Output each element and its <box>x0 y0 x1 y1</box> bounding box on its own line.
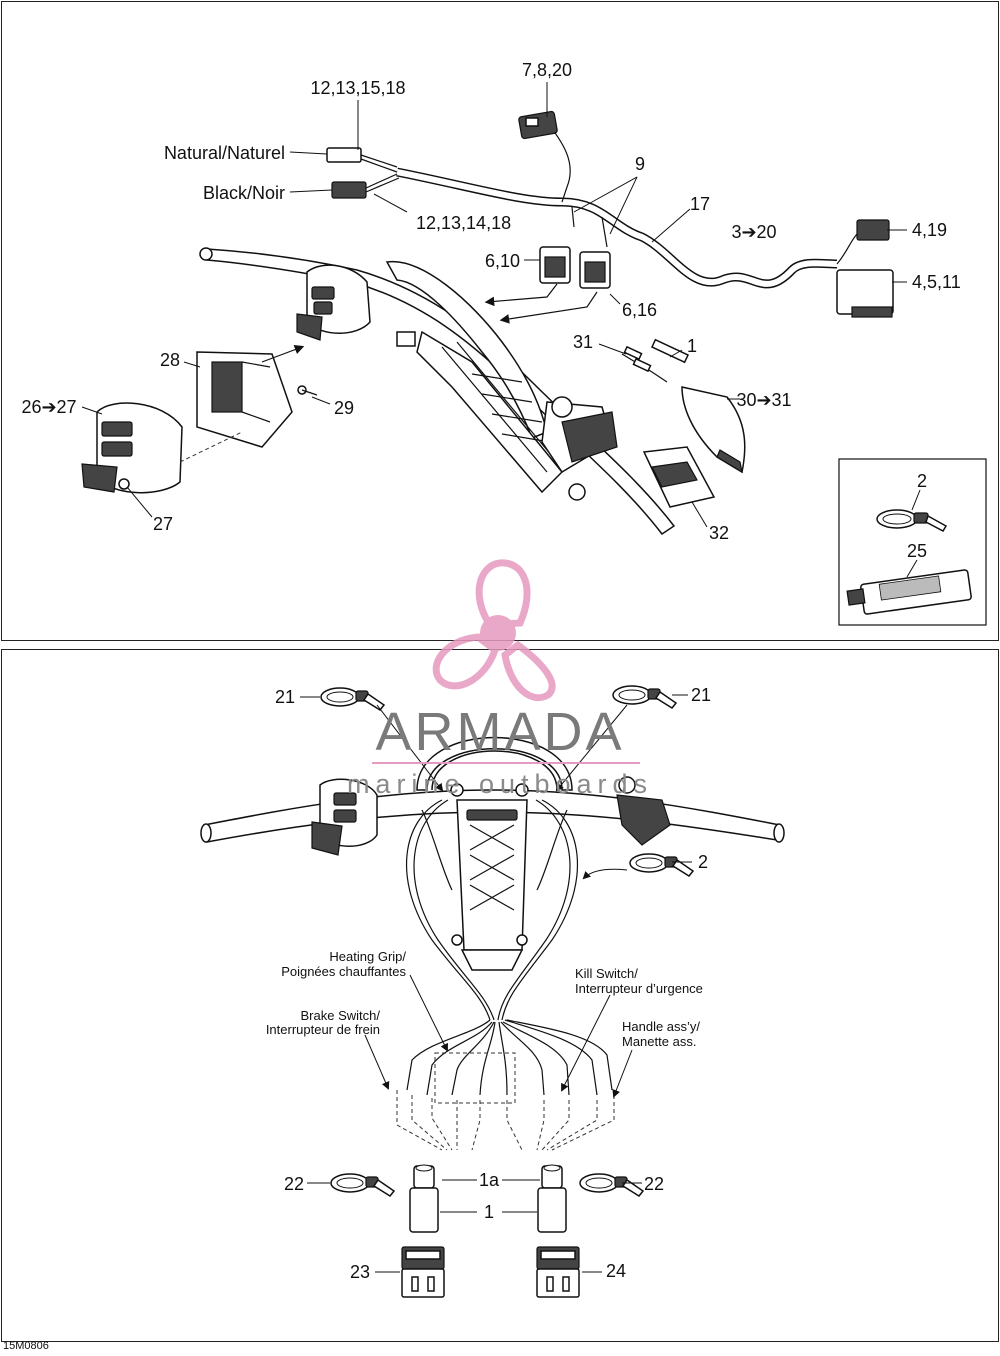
cable-tie-22-right <box>579 1173 645 1197</box>
sleeve-1 <box>650 338 690 364</box>
exploded-view-panel: 7,8,20 12,13,15,18 Natural/Naturel Black… <box>1 1 999 641</box>
connector-24 <box>536 1246 580 1298</box>
connector-black <box>331 173 400 199</box>
label-kill-switch-en: Kill Switch/ <box>575 966 638 981</box>
decal-32 <box>642 446 716 508</box>
connector-6-16 <box>579 251 611 289</box>
label-handle-assy-fr: Manette ass. <box>622 1034 696 1049</box>
cable-tie-21-right <box>612 685 678 709</box>
terminal-31 <box>621 345 668 383</box>
label-28: 28 <box>160 350 180 370</box>
connector-7-8-20 <box>518 110 558 140</box>
label-27: 27 <box>153 514 173 534</box>
leader-lines <box>81 82 907 528</box>
sleeve-1-right <box>537 1164 567 1233</box>
label-31: 31 <box>573 332 593 352</box>
connector-natural <box>326 147 398 173</box>
cable-tie-21-left <box>320 687 386 711</box>
label-black: Black/Noir <box>203 183 285 203</box>
label-9: 9 <box>635 154 645 174</box>
label-heating-grip-en: Heating Grip/ <box>329 949 406 964</box>
left-switch-housing <box>296 264 371 341</box>
label-6-10: 6,10 <box>485 251 520 271</box>
connector-23 <box>401 1246 445 1298</box>
wire-bundle <box>405 799 579 1021</box>
left-switch-housing <box>311 778 378 856</box>
inset-label-2: 2 <box>917 471 927 491</box>
label-brake-switch-en: Brake Switch/ <box>301 1008 381 1023</box>
heat-shrink-30 <box>681 386 746 474</box>
label-1a: 1a <box>479 1170 500 1190</box>
label-kill-switch-fr: Interrupteur d’urgence <box>575 981 703 996</box>
label-4-19: 4,19 <box>912 220 947 240</box>
switch-cover-28 <box>196 351 293 448</box>
label-6-16: 6,16 <box>622 300 657 320</box>
connector-4-19 <box>856 219 890 241</box>
routing-view-panel: 21 21 2 Heating Grip/ Poignées chauffant… <box>1 649 999 1342</box>
label-32: 32 <box>709 523 729 543</box>
leader-lines <box>300 694 692 1273</box>
connector-6-10 <box>539 246 571 284</box>
sleeve-1-left <box>409 1164 439 1233</box>
steering-column <box>450 783 529 971</box>
handlebar-crossbar <box>416 736 573 791</box>
label-24: 24 <box>606 1261 626 1281</box>
bottom-diagram: 21 21 2 Heating Grip/ Poignées chauffant… <box>200 685 785 1298</box>
cable-tie-2 <box>629 853 695 877</box>
top-diagram: 7,8,20 12,13,15,18 Natural/Naturel Black… <box>21 60 987 626</box>
inset-box: 2 25 <box>838 458 987 626</box>
label-22-left: 22 <box>284 1174 304 1194</box>
label-1: 1 <box>484 1202 494 1222</box>
sealant-tube-25 <box>846 569 972 615</box>
label-natural: Natural/Naturel <box>164 143 285 163</box>
cable-tie-22-left <box>330 1173 396 1197</box>
throttle-lever <box>561 411 618 463</box>
label-23: 23 <box>350 1262 370 1282</box>
figure-code: 15M0806 <box>3 1340 49 1352</box>
label-29: 29 <box>334 398 354 418</box>
label-brake-switch-fr: Interrupteur de frein <box>266 1022 380 1037</box>
label-26-27: 26➔27 <box>21 397 76 417</box>
label-handle-assy-en: Handle ass’y/ <box>622 1019 700 1034</box>
wire-fanout <box>406 1019 613 1096</box>
label-4-5-11: 4,5,11 <box>912 272 961 292</box>
label-7-8-20: 7,8,20 <box>522 60 572 80</box>
label-heating-grip-fr: Poignées chauffantes <box>281 964 406 979</box>
label-22-right: 22 <box>644 1174 664 1194</box>
label-3-20: 3➔20 <box>731 222 776 242</box>
label-30-31: 30➔31 <box>736 390 791 410</box>
label-12-13-15-18: 12,13,15,18 <box>310 78 405 98</box>
label-1: 1 <box>687 336 697 356</box>
label-17: 17 <box>690 194 710 214</box>
label-12-13-14-18: 12,13,14,18 <box>416 213 511 233</box>
inset-label-25: 25 <box>907 541 927 561</box>
wiring-harness <box>396 121 858 289</box>
label-2: 2 <box>698 852 708 872</box>
switch-assembly-26 <box>81 402 183 494</box>
cable-tie-2 <box>876 509 948 532</box>
screw-29 <box>297 385 318 396</box>
throttle-lever <box>616 776 671 846</box>
assembly-arrows <box>179 283 598 463</box>
label-21-left: 21 <box>275 687 295 707</box>
label-21-right: 21 <box>691 685 711 705</box>
dashed-connections <box>396 1052 615 1151</box>
connector-4-5-11 <box>836 269 894 318</box>
